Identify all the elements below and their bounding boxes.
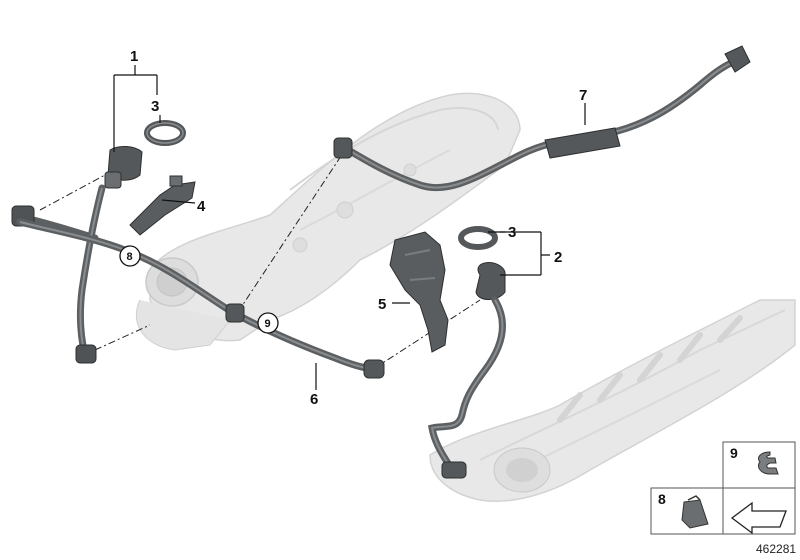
hose-part-7 xyxy=(333,45,751,192)
svg-text:8: 8 xyxy=(127,251,133,263)
callout-1: 1 xyxy=(130,48,138,65)
legend-clip-9-icon xyxy=(757,451,779,475)
circled-label-9: 9 xyxy=(257,312,279,334)
svg-text:9: 9 xyxy=(265,318,271,330)
callout-6: 6 xyxy=(310,391,318,408)
ring-clip-part-3-right xyxy=(458,226,498,250)
diagram-id: 462281 xyxy=(756,542,796,556)
hose-1-bottom-connector xyxy=(75,344,97,364)
callout-5: 5 xyxy=(378,296,386,313)
bracket-part-5 xyxy=(389,231,449,353)
callout-2: 2 xyxy=(554,249,562,266)
hose-6-mid-connector xyxy=(225,303,245,323)
callout-7: 7 xyxy=(579,87,587,104)
callout-3-left: 3 xyxy=(151,98,159,115)
ghost-intake-manifold-lower xyxy=(429,299,796,502)
bracket-part-4 xyxy=(129,175,196,236)
leader-lines xyxy=(39,149,481,369)
hose-6-end-connector xyxy=(363,359,385,379)
legend-number-8: 8 xyxy=(658,491,666,507)
leader-hose6-hose7 xyxy=(237,149,346,313)
ghost-intake-manifold-upper xyxy=(149,92,521,342)
circled-label-8: 8 xyxy=(119,245,141,267)
leader-hose1-bottom xyxy=(94,324,151,351)
hose-7-right-connector xyxy=(724,45,751,73)
legend-panel: 9 8 xyxy=(650,441,796,535)
hose-2-top-connector xyxy=(475,262,506,300)
hose-part-2 xyxy=(427,226,506,479)
ring-clip-part-3-left xyxy=(144,120,186,146)
callout-line-2 xyxy=(500,231,550,276)
callout-3-right: 3 xyxy=(508,224,516,241)
hose-7-left-connector xyxy=(333,137,353,159)
leader-hose6-hose2 xyxy=(374,299,481,369)
callout-line-1 xyxy=(113,65,158,152)
leader-hose1-left xyxy=(39,174,106,211)
callout-lines xyxy=(113,65,586,390)
arrow-icon xyxy=(730,501,787,535)
hose-part-6 xyxy=(16,218,385,379)
callout-line-4 xyxy=(161,199,196,204)
hose-7-muffler xyxy=(544,127,621,159)
legend-number-9: 9 xyxy=(730,445,738,461)
hose-2-bottom-connector xyxy=(441,461,467,479)
callout-4: 4 xyxy=(197,198,206,215)
